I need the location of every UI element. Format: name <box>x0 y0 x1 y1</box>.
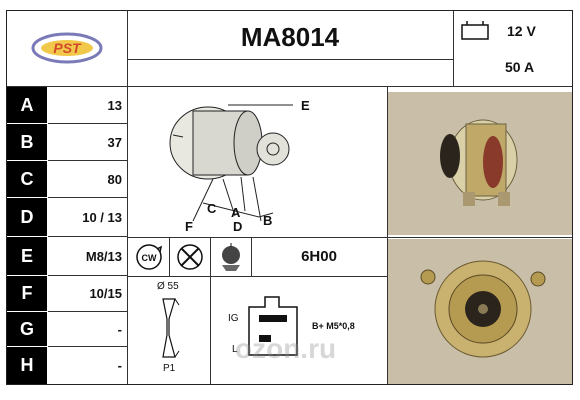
brand-logo: PST <box>25 29 109 67</box>
terminal-spec: B+ M5*0,8 <box>312 321 355 331</box>
row-letter-f: F <box>7 276 47 312</box>
row-letter-g: G <box>7 312 47 347</box>
alternator-drawing: E C A B F D <box>133 91 383 235</box>
row-value-f: 10/15 <box>48 276 128 312</box>
battery-icon <box>460 19 490 41</box>
datasheet: PST MA8014 12 V 50 A A B C D E F G H 13 … <box>6 10 573 385</box>
no-fan-icon <box>173 241 207 273</box>
rotation-cw-icon: CW <box>131 241 167 273</box>
label-f: F <box>185 219 193 234</box>
row-letter-b: B <box>7 124 47 161</box>
row-value-h: - <box>117 358 122 373</box>
row-value-e: M8/13 <box>48 237 128 276</box>
pulley-drawing <box>153 295 193 361</box>
product-photo-side <box>388 92 572 235</box>
logo-text: PST <box>53 40 82 56</box>
current-value: 50 A <box>505 59 535 75</box>
watermark: ozon.ru <box>235 333 337 364</box>
row-value-b: 37 <box>48 124 128 161</box>
row-value-a: 13 <box>48 87 128 124</box>
row-value-g: - <box>48 312 128 347</box>
row-value-c: 80 <box>48 161 128 198</box>
row-letter-d: D <box>7 198 47 237</box>
label-c: C <box>207 201 217 216</box>
row-letter-c: C <box>7 161 47 198</box>
label-b: B <box>263 213 272 228</box>
pulley-type: P1 <box>163 363 176 374</box>
clock-position: 6H00 <box>301 248 337 265</box>
part-number: MA8014 <box>240 22 340 52</box>
label-d: D <box>233 219 242 234</box>
connector-drawing <box>243 293 303 365</box>
rotation-label: CW <box>142 253 157 263</box>
row-letter-e: E <box>7 237 47 276</box>
label-a: A <box>231 205 241 220</box>
connector-ig: IG <box>228 313 239 324</box>
connector-l: L <box>232 344 238 355</box>
label-e: E <box>301 98 310 113</box>
regulator-icon <box>214 241 248 273</box>
pulley-diameter: Ø 55 <box>157 281 179 292</box>
product-photo-front <box>388 239 572 384</box>
voltage-value: 12 V <box>507 23 536 39</box>
row-letter-h: H <box>7 347 47 384</box>
row-letter-a: A <box>7 87 47 124</box>
row-value-d: 10 / 13 <box>48 198 128 237</box>
